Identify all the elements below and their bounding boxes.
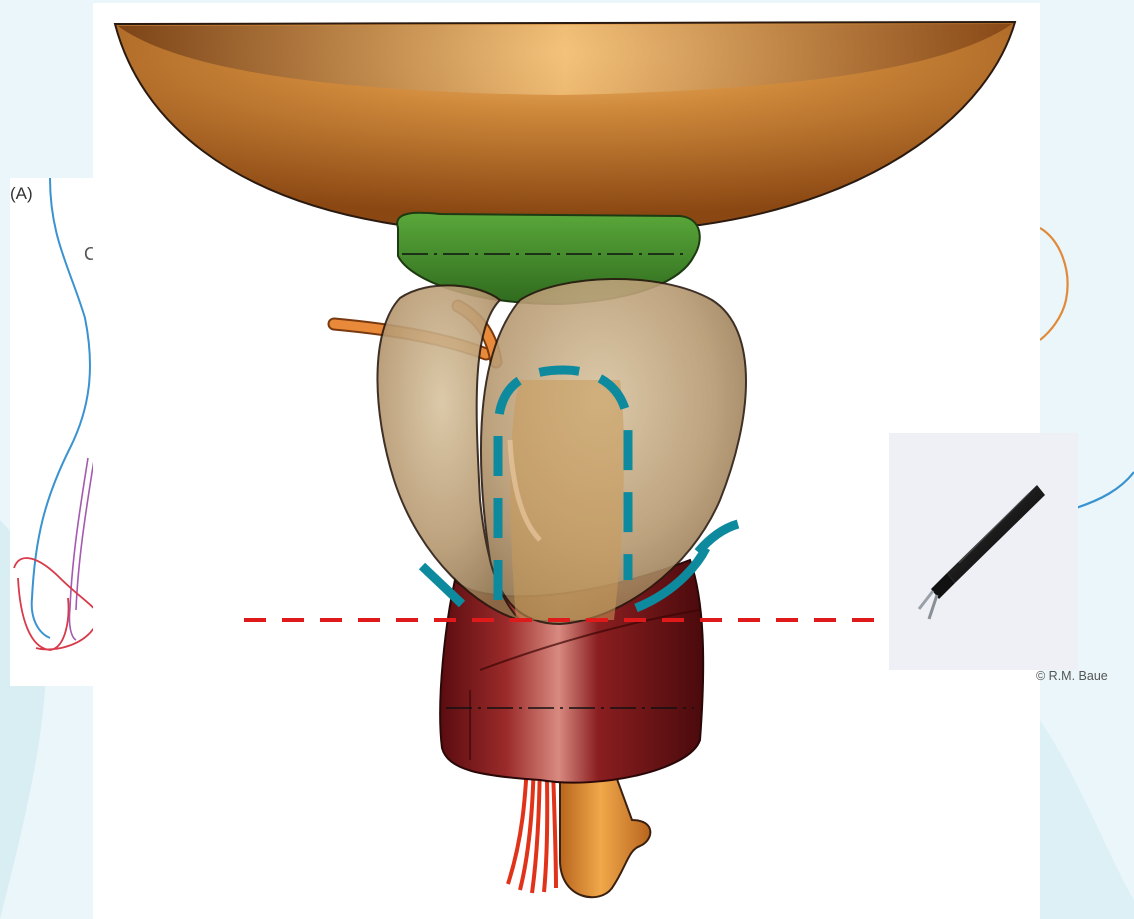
copyright-credit: © R.M. Baue — [1036, 669, 1108, 683]
sketch-blue-curve — [1076, 472, 1134, 508]
sketch-red-line — [14, 558, 100, 650]
bladder-shape — [115, 22, 1015, 225]
sketch-orange-curve — [1040, 228, 1068, 340]
instrument-photo-inset — [889, 433, 1078, 670]
sketch-purple-line — [69, 458, 94, 640]
urethra-prostatic — [510, 380, 624, 620]
sketch-blue-line — [32, 178, 90, 638]
left-sketch-panel: (A) C — [10, 178, 100, 686]
panel-label-a: (A) — [10, 184, 33, 204]
laparoscopic-scissors-icon — [889, 433, 1078, 670]
